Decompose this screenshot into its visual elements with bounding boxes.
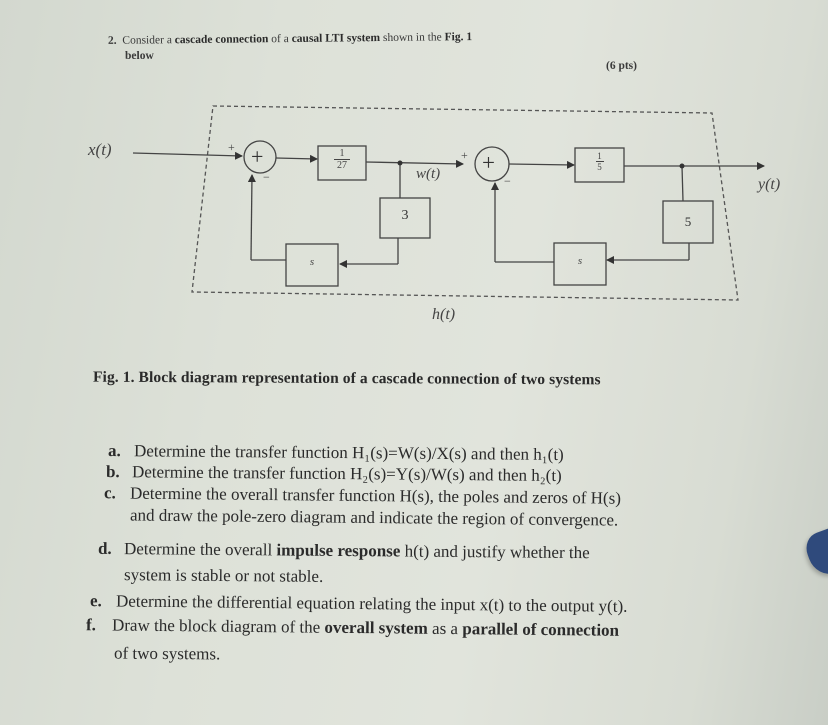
item-d: d.Determine the overall impulse response… <box>97 538 590 563</box>
feedback1-gain: 3 <box>401 208 409 223</box>
gain1-denominator: 27 <box>337 160 347 171</box>
points-label: (6 pts) <box>606 60 637 72</box>
differentiator-block-2 <box>553 242 607 286</box>
item-f: f.Draw the block diagram of the overall … <box>85 615 620 640</box>
item-c: c.Determine the overall transfer functio… <box>103 483 622 508</box>
item-e-text: Determine the differential equation rela… <box>115 591 628 616</box>
sum2-plus-sign: + <box>461 148 468 162</box>
gain2-numerator: 1 <box>597 151 602 161</box>
item-b: b.Determine the transfer function H₂(s)=… <box>105 462 562 485</box>
differentiator-block-1 <box>285 243 339 287</box>
item-a: a.Determine the transfer function H₁(s)=… <box>107 441 564 464</box>
item-f-bold-1: overall system <box>324 617 428 638</box>
item-d-line2: system is stable or not stable. <box>124 565 323 587</box>
gain1-fraction: 1 27 <box>318 148 366 171</box>
item-c-line2: and draw the pole-zero diagram and indic… <box>130 505 618 530</box>
block-diagram <box>132 105 765 301</box>
item-f-bold-2: parallel of connection <box>462 619 620 640</box>
gain2-denominator: 5 <box>597 162 602 172</box>
summing-junction-1 <box>243 140 277 174</box>
system-label: h(t) <box>432 306 456 323</box>
item-d-text-2: system is stable or not stable. <box>123 565 324 586</box>
sum1-plus-sign: + <box>228 140 235 154</box>
item-f-line2: of two systems. <box>114 644 220 665</box>
sum1-symbol: + <box>251 144 264 169</box>
item-b-text: Determine the transfer function H₂(s)=Y(… <box>131 462 562 485</box>
gain-block-1-27 <box>317 145 367 181</box>
gain-block-1-5 <box>574 147 625 183</box>
intro-line2: below <box>125 50 154 62</box>
feedback-block-3 <box>379 197 431 239</box>
figure-caption: Fig. 1. Block diagram representation of … <box>92 368 601 389</box>
item-c-text-1: Determine the overall transfer function … <box>129 483 622 508</box>
sum1-minus-sign: − <box>263 170 270 184</box>
blue-object-edge <box>801 524 828 580</box>
question-header-line2: below <box>125 50 154 62</box>
item-f-text-2: of two systems. <box>113 643 221 664</box>
sum2-symbol: + <box>482 150 495 175</box>
item-e: e.Determine the differential equation re… <box>89 591 628 616</box>
feedback2-gain: 5 <box>684 214 692 229</box>
diff1-label: s <box>309 256 315 268</box>
sum2-minus-sign: − <box>504 174 511 188</box>
input-label: x(t) <box>88 140 112 159</box>
item-d-bold: impulse response <box>276 540 401 561</box>
gain2-fraction: 1 5 <box>575 151 624 172</box>
gain1-numerator: 1 <box>339 148 345 159</box>
item-a-text: Determine the transfer function H₁(s)=W(… <box>133 441 564 464</box>
output-label: y(t) <box>758 176 781 193</box>
points-value: (6 pts) <box>606 60 637 72</box>
feedback-block-5 <box>662 200 714 244</box>
item-c-text-2: and draw the pole-zero diagram and indic… <box>129 505 619 530</box>
diff2-label: s <box>577 255 583 267</box>
system-boundary <box>191 105 739 301</box>
intermediate-label: w(t) <box>416 166 441 182</box>
